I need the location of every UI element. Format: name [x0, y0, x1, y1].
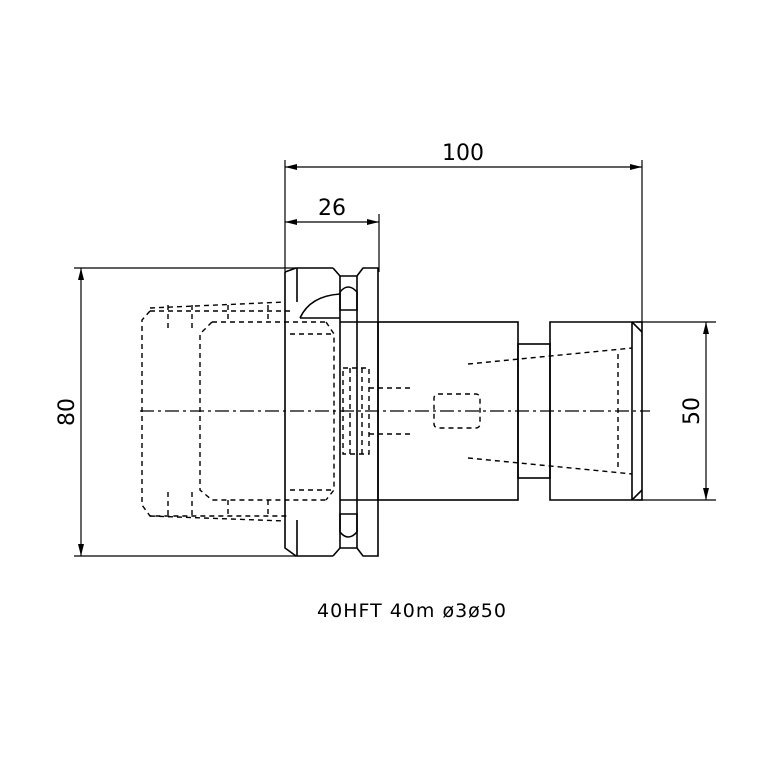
dimension-100: 100: [284, 141, 643, 322]
dimension-26: 26: [285, 196, 380, 272]
dimension-50: 50: [636, 321, 716, 501]
dimension-80: 80: [55, 267, 296, 557]
dimension-100-label: 100: [442, 141, 484, 166]
flange: [284, 267, 379, 557]
part-caption: 40HFT 40m ø3ø50: [317, 600, 507, 622]
drive-key: [342, 367, 410, 455]
collet-nut: [549, 321, 643, 501]
dimension-26-label: 26: [318, 196, 346, 221]
dimension-50-label: 50: [680, 397, 705, 425]
collet-taper: [467, 347, 633, 475]
taper-shank: [141, 301, 335, 522]
adjust-screw: [433, 393, 481, 429]
dimension-80-label: 80: [55, 398, 80, 426]
